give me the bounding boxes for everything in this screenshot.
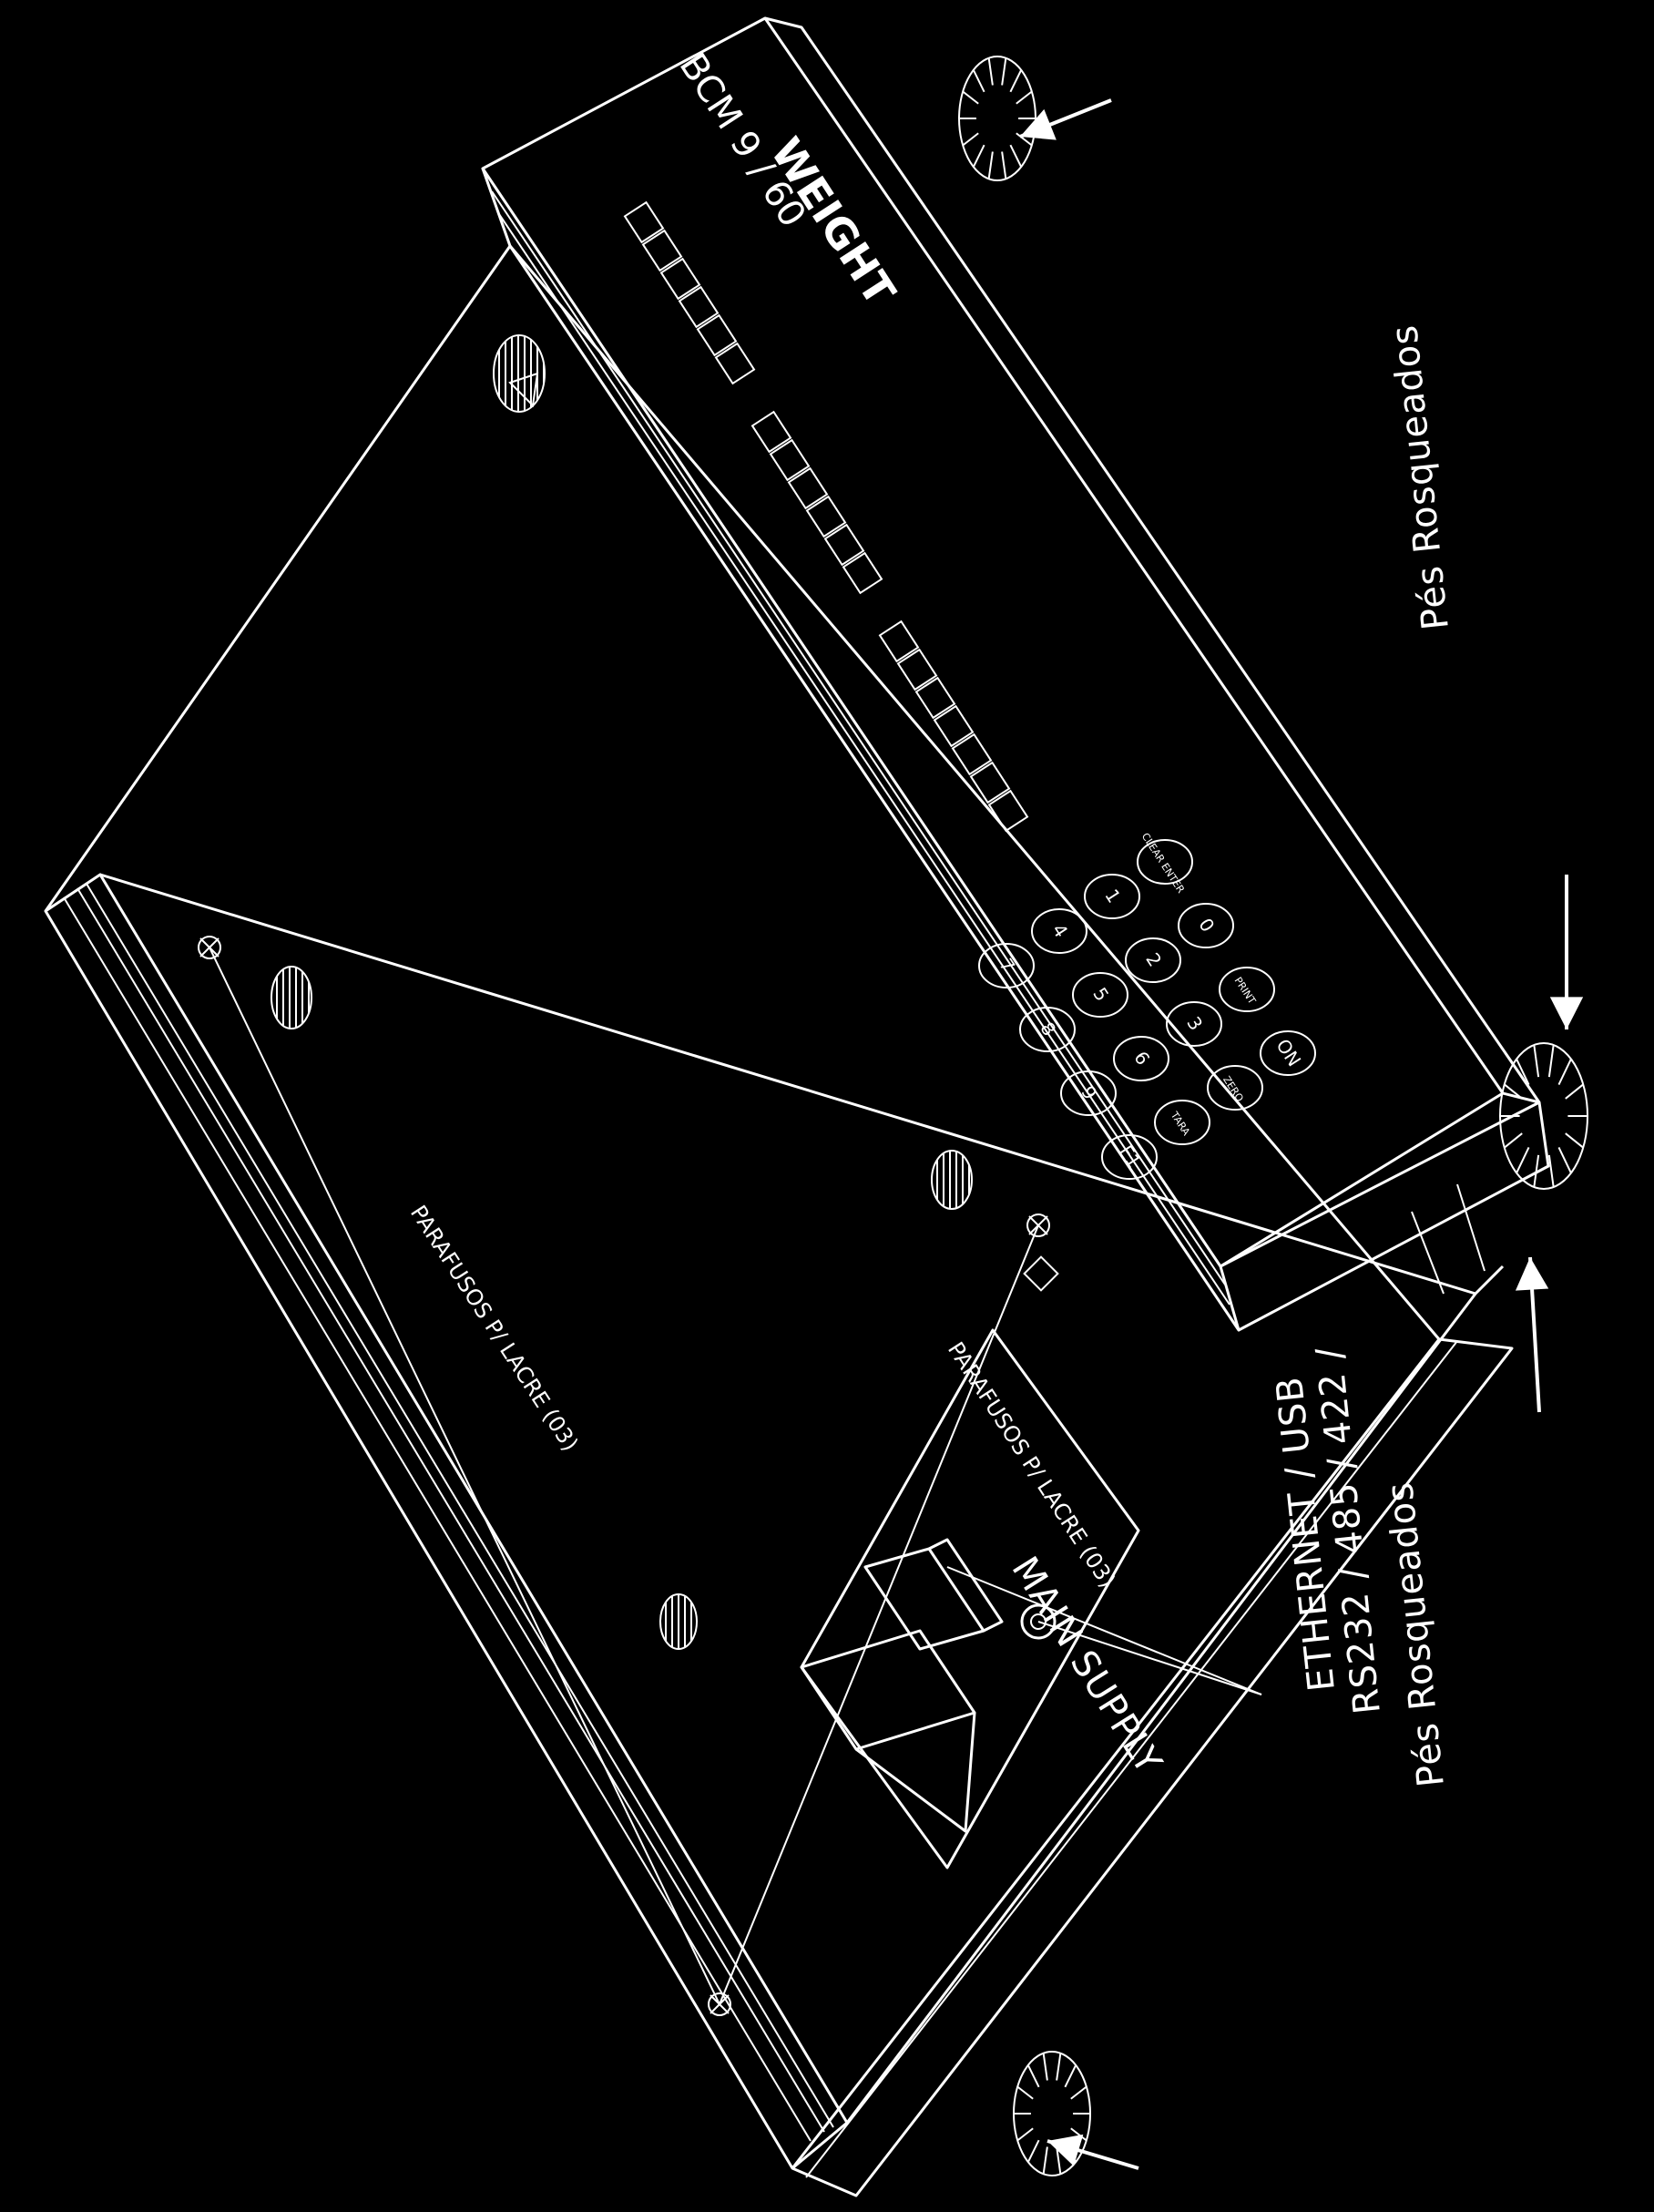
display-digit xyxy=(805,495,847,538)
rubber-pad xyxy=(659,1593,698,1650)
display-digit xyxy=(769,438,811,482)
display-digit xyxy=(678,285,720,329)
arrow-icon xyxy=(1515,1256,1549,1413)
foot-icon xyxy=(1013,2051,1091,2176)
display-digit xyxy=(878,620,920,663)
small-pad xyxy=(508,372,539,408)
display-digit xyxy=(842,551,883,595)
rubber-pad xyxy=(271,966,312,1029)
seal-lines xyxy=(209,947,1039,2005)
rubber-pad xyxy=(493,334,546,413)
display-digit xyxy=(750,410,792,454)
base-plate xyxy=(44,244,1514,2197)
foot-icon xyxy=(958,56,1036,181)
display-digit xyxy=(896,648,938,691)
display-digit-groups xyxy=(623,200,1029,833)
arrow-icon xyxy=(1549,875,1584,1029)
display-digit xyxy=(823,523,865,567)
hatch-ovals xyxy=(271,334,973,1650)
display-digit xyxy=(914,676,956,720)
display-digit xyxy=(969,761,1011,804)
display-digit xyxy=(714,342,756,385)
foot-icon xyxy=(1499,1042,1588,1190)
display-digit xyxy=(933,704,975,748)
power-socket-icon xyxy=(1020,1603,1057,1640)
display-digit xyxy=(641,229,683,272)
rubber-pad xyxy=(931,1150,973,1210)
interface-pointer xyxy=(946,1566,1262,1695)
display-digit xyxy=(987,789,1029,833)
display-digit xyxy=(787,466,829,510)
display-digit xyxy=(951,732,993,776)
feet xyxy=(958,56,1588,2176)
display-digit xyxy=(696,313,738,357)
arrows xyxy=(1019,98,1584,2170)
display-digit xyxy=(623,200,665,244)
display-digit xyxy=(659,257,701,301)
tamper-seal xyxy=(1023,1255,1059,1292)
